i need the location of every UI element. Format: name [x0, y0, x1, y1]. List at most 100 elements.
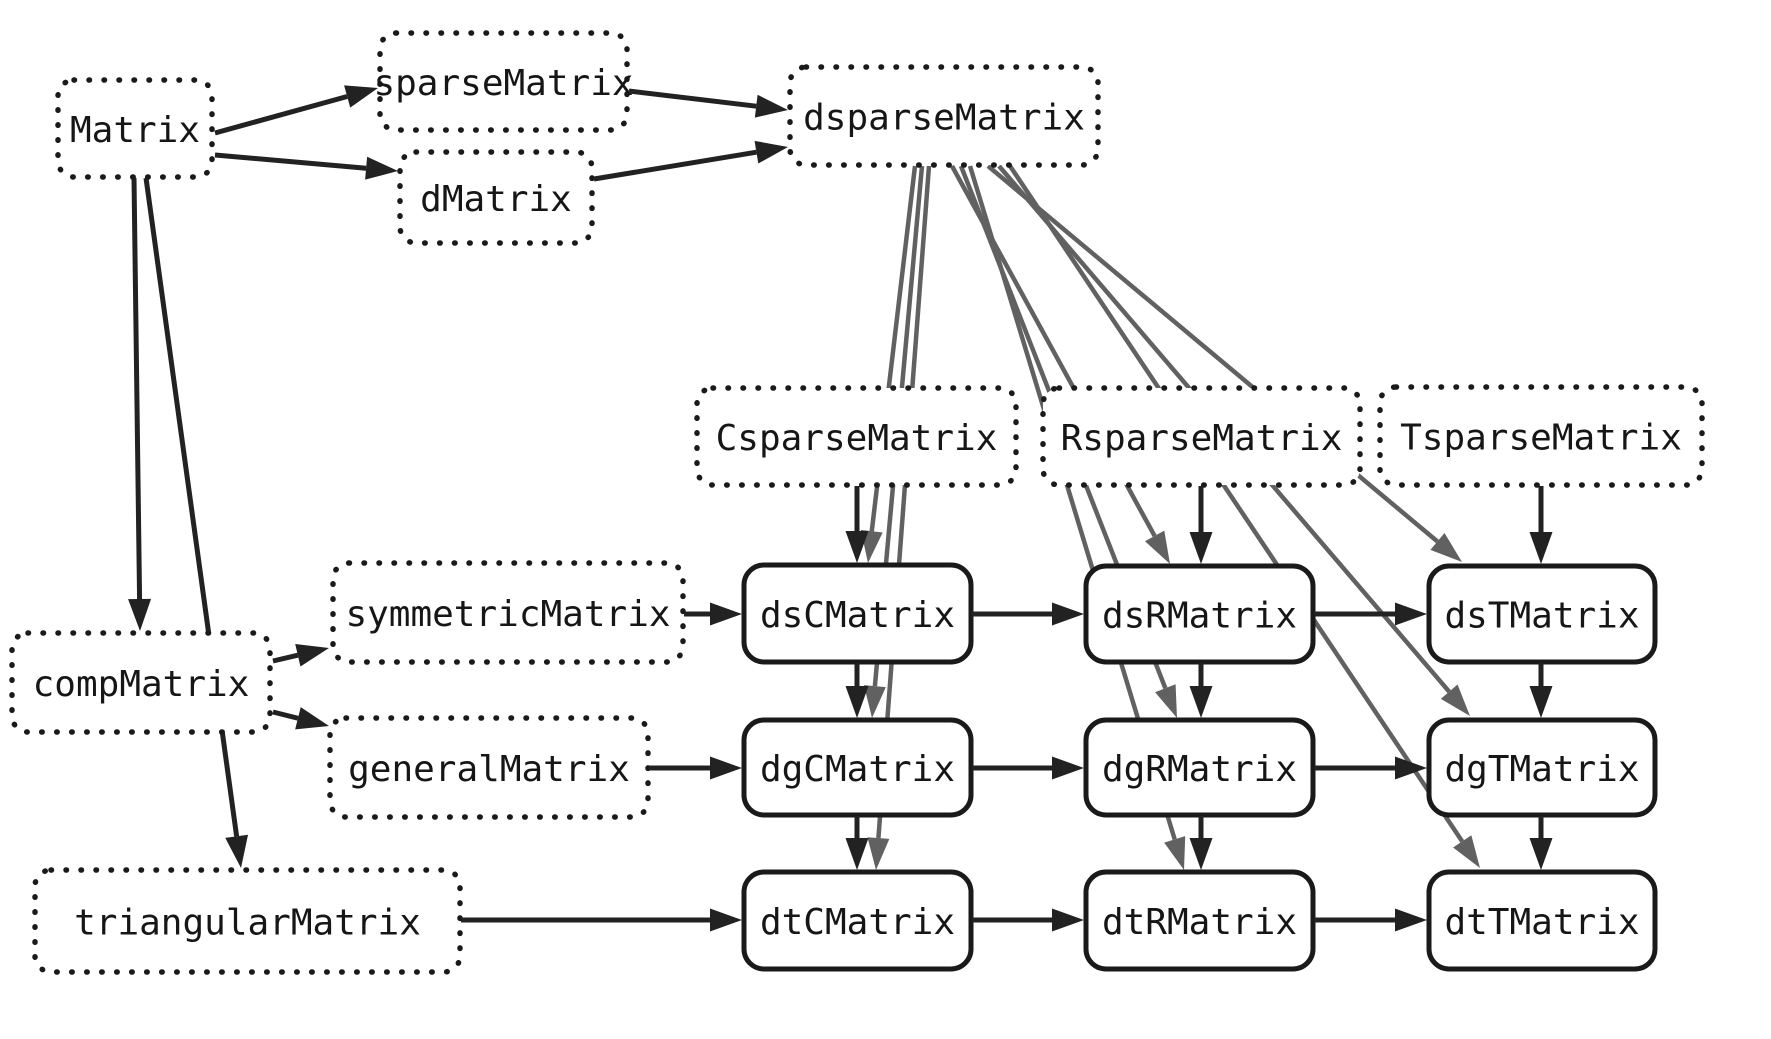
node-label: dsTMatrix	[1444, 596, 1639, 637]
node-triangularMatrix: triangularMatrix	[32, 867, 463, 975]
node-label: RsparseMatrix	[1061, 418, 1343, 459]
edge-dsCMatrix-dgCMatrix	[845, 663, 869, 718]
node-sparseMatrix: sparseMatrix	[373, 30, 634, 133]
edge-line	[131, 177, 143, 600]
edge-dsparseMatrix-dtTMatrix	[1008, 164, 1480, 868]
node-label: triangularMatrix	[74, 903, 421, 944]
node-label: CsparseMatrix	[716, 418, 998, 459]
edge-sparseMatrix-dsparseMatrix	[628, 88, 788, 118]
edge-arrowhead	[1529, 686, 1553, 718]
node-label: generalMatrix	[348, 749, 630, 790]
edge-arrowhead	[1189, 686, 1213, 718]
edge-dsCMatrix-dsRMatrix	[972, 602, 1084, 626]
edge-line	[986, 164, 1439, 544]
edge-arrowhead	[754, 94, 788, 118]
edge-dsTMatrix-dgTMatrix	[1529, 663, 1553, 718]
node-box-solid	[1426, 563, 1658, 665]
edge-arrowhead	[867, 837, 890, 870]
edge-arrowhead	[1395, 602, 1427, 626]
node-symmetricMatrix: symmetricMatrix	[330, 560, 686, 665]
node-dgCMatrix: dgCMatrix	[741, 717, 974, 818]
node-box-dashed	[397, 149, 595, 246]
node-label: dsCMatrix	[760, 595, 955, 636]
node-dtRMatrix: dtRMatrix	[1083, 869, 1316, 972]
edge-arrowhead	[845, 686, 869, 718]
node-box-dashed	[327, 715, 651, 820]
edge-Matrix-dMatrix	[214, 152, 398, 180]
node-box-dashed	[1377, 384, 1705, 488]
edge-dsparseMatrix-dsCMatrix	[860, 165, 918, 563]
node-box-dashed	[787, 64, 1101, 168]
edge-Matrix-compMatrix	[128, 177, 152, 631]
edge-Matrix-triangularMatrix	[143, 177, 249, 868]
node-label: dMatrix	[420, 179, 572, 220]
node-box-solid	[1426, 717, 1658, 818]
node-label: dgTMatrix	[1444, 749, 1639, 790]
node-label: TsparseMatrix	[1400, 418, 1682, 459]
node-Matrix: Matrix	[55, 77, 215, 180]
edges-front-layer	[214, 85, 1553, 932]
edge-arrowhead	[1164, 836, 1186, 870]
edge-arrowhead	[1052, 602, 1084, 626]
node-label: dtRMatrix	[1102, 902, 1297, 943]
node-box-solid	[1083, 869, 1316, 972]
node-dsRMatrix: dsRMatrix	[1083, 563, 1316, 665]
node-label: dsparseMatrix	[803, 98, 1085, 139]
edge-CsparseMatrix-dsCMatrix	[845, 486, 869, 563]
node-dtTMatrix: dtTMatrix	[1426, 869, 1658, 972]
edge-arrowhead	[1430, 533, 1462, 562]
node-dtCMatrix: dtCMatrix	[741, 869, 974, 972]
node-box-dashed	[9, 630, 273, 735]
edge-dMatrix-dsparseMatrix	[593, 140, 788, 182]
node-box-solid	[1426, 869, 1658, 972]
node-generalMatrix: generalMatrix	[327, 715, 651, 820]
edge-arrowhead	[1144, 530, 1170, 564]
node-label: dtCMatrix	[760, 902, 955, 943]
edge-arrowhead	[225, 834, 249, 868]
node-compMatrix: compMatrix	[9, 630, 273, 735]
node-label: dtTMatrix	[1444, 902, 1639, 943]
edge-dgTMatrix-dtTMatrix	[1529, 816, 1553, 870]
edge-Matrix-sparseMatrix	[214, 85, 378, 136]
edge-arrowhead	[845, 531, 869, 563]
node-dsTMatrix: dsTMatrix	[1426, 563, 1658, 665]
edge-arrowhead	[1189, 532, 1213, 564]
edge-compMatrix-generalMatrix	[272, 707, 329, 730]
node-dMatrix: dMatrix	[397, 149, 595, 246]
edge-arrowhead	[710, 602, 742, 626]
edge-arrowhead	[1052, 908, 1084, 932]
edge-line	[214, 152, 367, 171]
node-box-solid	[741, 717, 974, 818]
node-label: Matrix	[70, 110, 200, 151]
edge-arrowhead	[295, 644, 329, 667]
edge-line	[272, 709, 299, 721]
edge-arrowhead	[1529, 838, 1553, 870]
node-box-dashed	[377, 30, 630, 133]
edge-dsparseMatrix-dsTMatrix	[986, 164, 1462, 562]
edge-dtRMatrix-dtTMatrix	[1314, 908, 1427, 932]
node-box-solid	[1083, 717, 1316, 818]
edge-arrowhead	[754, 140, 788, 164]
edge-dgCMatrix-dgRMatrix	[972, 756, 1084, 780]
node-label: symmetricMatrix	[345, 594, 670, 635]
edge-arrowhead	[1052, 756, 1084, 780]
node-dgRMatrix: dgRMatrix	[1083, 717, 1316, 818]
edge-arrowhead	[295, 707, 329, 730]
edge-line	[1008, 164, 1465, 843]
edge-dsRMatrix-dgRMatrix	[1189, 663, 1213, 718]
edge-dgRMatrix-dgTMatrix	[1314, 756, 1427, 780]
edge-symmetricMatrix-dsCMatrix	[684, 602, 742, 626]
edge-line	[214, 94, 348, 136]
edge-arrowhead	[1395, 908, 1427, 932]
edge-arrowhead	[1453, 835, 1480, 868]
edge-RsparseMatrix-dsRMatrix	[1189, 486, 1213, 564]
edge-arrowhead	[860, 529, 883, 563]
edge-TsparseMatrix-dsTMatrix	[1529, 486, 1553, 564]
node-box-solid	[741, 869, 974, 972]
edge-line	[628, 88, 757, 109]
node-label: dgRMatrix	[1102, 749, 1297, 790]
edge-line	[593, 149, 757, 182]
edge-arrowhead	[128, 598, 152, 631]
